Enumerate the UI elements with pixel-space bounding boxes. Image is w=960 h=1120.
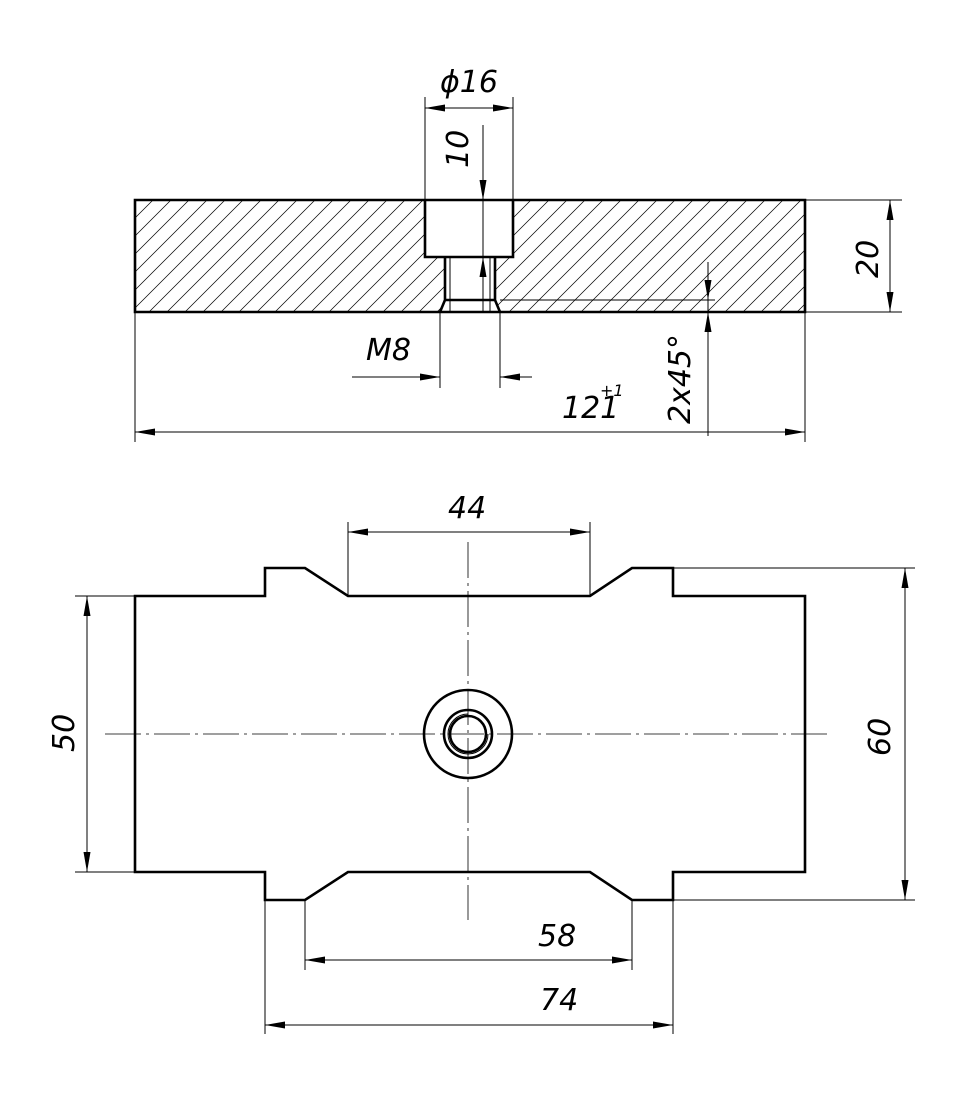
hatch-line: [724, 200, 805, 312]
dimension-chamfer: 2x45°: [500, 262, 715, 436]
dimension-inner-width: 44: [347, 491, 591, 596]
hatch-line: [508, 200, 622, 312]
hatch-line: [256, 200, 370, 312]
hatch-line: [135, 200, 172, 312]
dimension-thread: M8: [352, 312, 532, 388]
hatch-line: [598, 200, 712, 312]
dimension-height-left: 50: [47, 595, 135, 873]
dimension-text: 60: [863, 718, 898, 756]
hatch-line: [580, 200, 694, 312]
dimension-bottom-inner: 58: [304, 900, 633, 970]
hatch-line: [652, 200, 766, 312]
plan-outline: [133, 566, 807, 902]
dimension-text: ϕ16: [440, 65, 498, 100]
hatch-line: [634, 200, 748, 312]
hatch-line: [670, 200, 784, 312]
hatch-line: [202, 200, 316, 312]
dimension-text: 20: [851, 240, 886, 278]
dimension-text: 74: [540, 983, 578, 1018]
hatch-line: [742, 200, 805, 312]
dimension-tolerance: +1: [600, 381, 624, 400]
hatch-line: [778, 200, 805, 312]
hatch-line: [184, 200, 298, 312]
dimension-text: 50: [47, 714, 82, 752]
hatch-line: [328, 200, 442, 312]
hatch-line: [135, 200, 136, 312]
dimension-text: 44: [448, 491, 486, 526]
hatch-line: [292, 200, 406, 312]
dimension-thickness: 20: [805, 199, 902, 313]
dimension-counterbore-diameter: ϕ16: [424, 65, 514, 200]
dimension-height-right: 60: [673, 567, 915, 901]
hatch-line: [490, 200, 604, 312]
hatch-line: [148, 200, 262, 312]
dimension-text: 121: [562, 391, 619, 426]
thread-minor-circle: [448, 714, 488, 754]
threaded-hole-outline: [438, 257, 502, 313]
hatch-line: [135, 200, 208, 312]
dimension-text: 58: [538, 919, 576, 954]
counterbore-outline: [423, 200, 515, 259]
dimension-counterbore-depth: 10: [441, 130, 487, 277]
hatch-line: [706, 200, 805, 312]
plan-view: 44 50 60 58: [47, 491, 915, 1034]
dimension-bottom-outer: 74: [264, 900, 674, 1034]
dimension-text: M8: [366, 333, 411, 368]
chamfer-circle: [442, 708, 494, 760]
hatch-line: [135, 200, 190, 312]
hatch-line: [562, 200, 676, 312]
dimension-text: 2x45°: [663, 334, 698, 424]
hatch-line: [544, 200, 658, 312]
hatch-line: [760, 200, 805, 312]
hatch-line: [274, 200, 388, 312]
dimension-text: 10: [441, 130, 476, 168]
hatch-line: [220, 200, 334, 312]
counterbore-circle: [422, 688, 514, 780]
section-view: ϕ16 10 20 M8: [133, 65, 902, 442]
hatch-line: [135, 200, 244, 312]
hatch-line: [238, 200, 352, 312]
hatch-line: [310, 200, 424, 312]
thread-major-arc: [447, 713, 489, 755]
hatch-line: [616, 200, 730, 312]
hatch-line: [135, 200, 226, 312]
hatch-line: [166, 200, 280, 312]
dimension-length: 121 +1: [134, 312, 806, 442]
hatch-line: [688, 200, 802, 312]
hatch-line: [526, 200, 640, 312]
